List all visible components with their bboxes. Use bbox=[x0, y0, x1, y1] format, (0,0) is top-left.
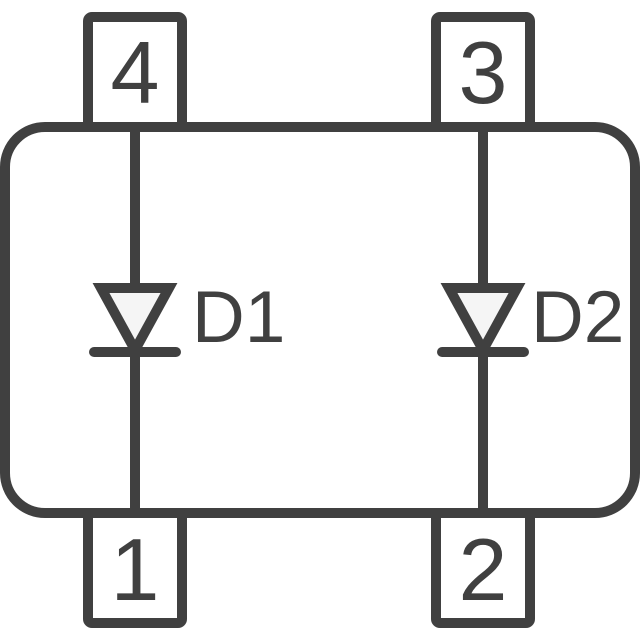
pin-box-2 bbox=[431, 508, 535, 628]
diode-d2-anode-triangle bbox=[440, 283, 526, 361]
diode-d2-label: D2 bbox=[531, 277, 624, 358]
pin-label-1: 1 bbox=[111, 520, 160, 619]
pin-box-4 bbox=[83, 12, 187, 132]
pin-label-3: 3 bbox=[459, 23, 508, 122]
diode-d1-icon bbox=[89, 283, 181, 361]
diode-d1-anode-triangle bbox=[92, 283, 178, 361]
package-body-outline bbox=[0, 122, 640, 518]
pin-box-1 bbox=[83, 508, 187, 628]
pin-label-2: 2 bbox=[459, 520, 508, 619]
diode-d2-icon bbox=[437, 283, 529, 361]
pin-box-3 bbox=[431, 12, 535, 132]
pin-label-4: 4 bbox=[111, 23, 160, 122]
diode-d1-label: D1 bbox=[192, 277, 285, 358]
